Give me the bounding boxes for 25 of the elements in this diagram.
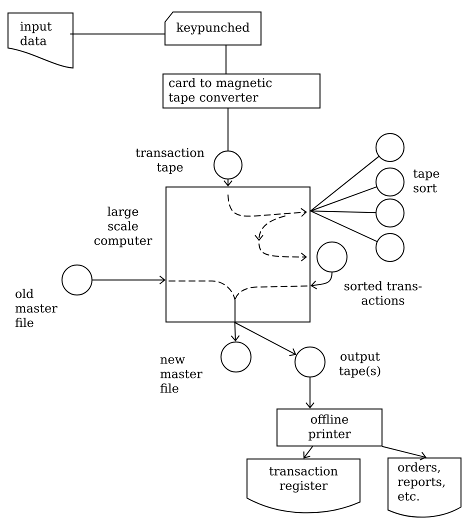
node-label: sorted trans- actions [344,281,422,305]
circle-symbol [376,133,404,162]
node-label: old master file [15,288,58,328]
connector-line [310,186,377,212]
arrow [230,322,240,342]
arrow [92,276,166,284]
arrow [382,446,426,460]
node-label: transaction tape [136,148,204,174]
circle-symbol [376,198,404,228]
connector-line [310,156,380,212]
arrow [303,446,314,458]
node-label: output tape(s) [339,352,380,378]
arrow [306,377,314,408]
group-label: tape sort [413,170,440,192]
node-label: new master file [160,357,202,393]
connector-line [310,210,376,214]
arrow [234,322,296,356]
node-label: large scale computer [94,206,152,248]
connector-line [310,210,378,242]
arrow [310,272,332,290]
process-box: offline printer [276,408,382,446]
arrow [224,179,232,186]
circle-symbol [376,233,404,262]
process-box: card to magnetic tape converter [162,74,320,108]
circle-symbol [376,168,404,196]
